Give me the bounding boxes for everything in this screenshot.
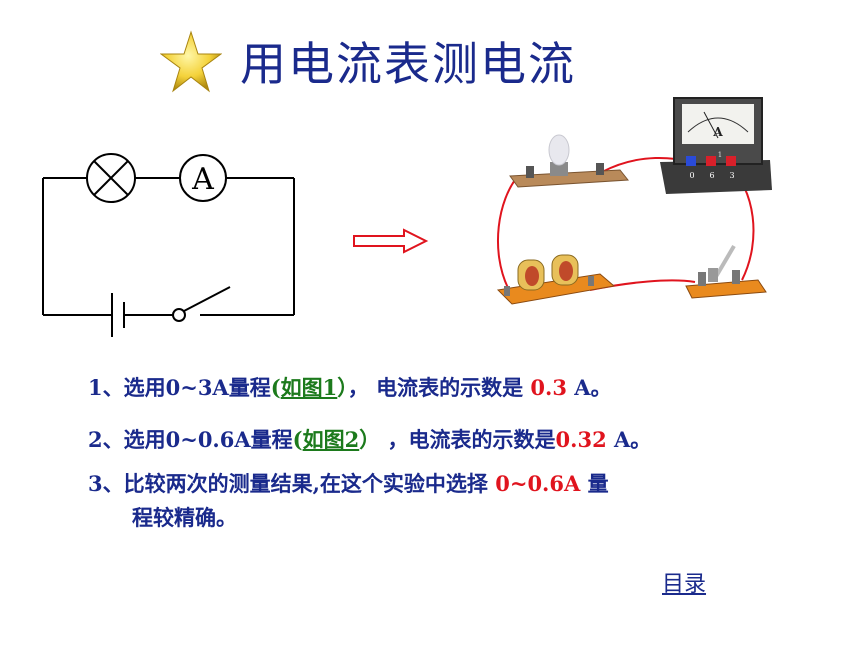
paren: ） [359, 427, 381, 452]
apparatus-picture: A 1 0 6 3 [496, 97, 772, 305]
page-title: 用电流表测电流 [240, 37, 576, 91]
paren: ( [292, 427, 303, 452]
circuit-diagram: A [42, 153, 295, 337]
line-text: ，电流表的示数是 [380, 427, 556, 452]
reading-value: 0.32 [555, 427, 607, 452]
paren: ） [337, 375, 348, 400]
range-value: 0~0.6A [495, 471, 581, 496]
table-of-contents-link[interactable]: 目录 [662, 572, 707, 597]
switch-symbol [172, 308, 186, 322]
ammeter-device: A 1 0 6 3 [660, 97, 772, 194]
paren: ( [270, 375, 281, 400]
conclusion-line-cont: 程较精确。 [132, 505, 237, 530]
line-text: 3、比较两次的测量结果,在这个实验中选择 [88, 471, 496, 496]
result-line-1: 1、选用0~3A量程(如图1）， 电流表的示数是 0.3 A。 [88, 372, 612, 402]
terminal-label: 3 [729, 171, 734, 180]
meter-unit-label: A [712, 125, 723, 139]
terminal-label: 6 [709, 171, 714, 180]
switch-device [685, 244, 767, 299]
result-line-2: 2、选用0~0.6A量程(如图2） ，电流表的示数是0.32 A。 [88, 424, 651, 454]
star-icon [160, 30, 222, 93]
figure-2-link[interactable]: 如图2 [302, 427, 360, 452]
meter-scale-label: 1 [718, 151, 722, 159]
line-text: 1、选用0~3A量程 [88, 375, 271, 400]
lamp-board [509, 134, 629, 188]
arrow-right-icon [353, 228, 429, 254]
line-text: A。 [566, 375, 612, 400]
figure-1-link[interactable]: 如图1 [280, 375, 338, 400]
line-text: 量 [580, 471, 609, 496]
line-text: ， 电流表的示数是 [347, 375, 531, 400]
reading-value: 0.3 [530, 375, 567, 400]
ammeter-label: A [191, 162, 214, 197]
battery-holder [496, 254, 616, 305]
line-text: 2、选用0~0.6A量程 [88, 427, 293, 452]
line-text: A。 [606, 427, 652, 452]
terminal-label: 0 [689, 171, 694, 180]
conclusion-line: 3、比较两次的测量结果,在这个实验中选择 0~0.6A 量 [88, 468, 609, 498]
